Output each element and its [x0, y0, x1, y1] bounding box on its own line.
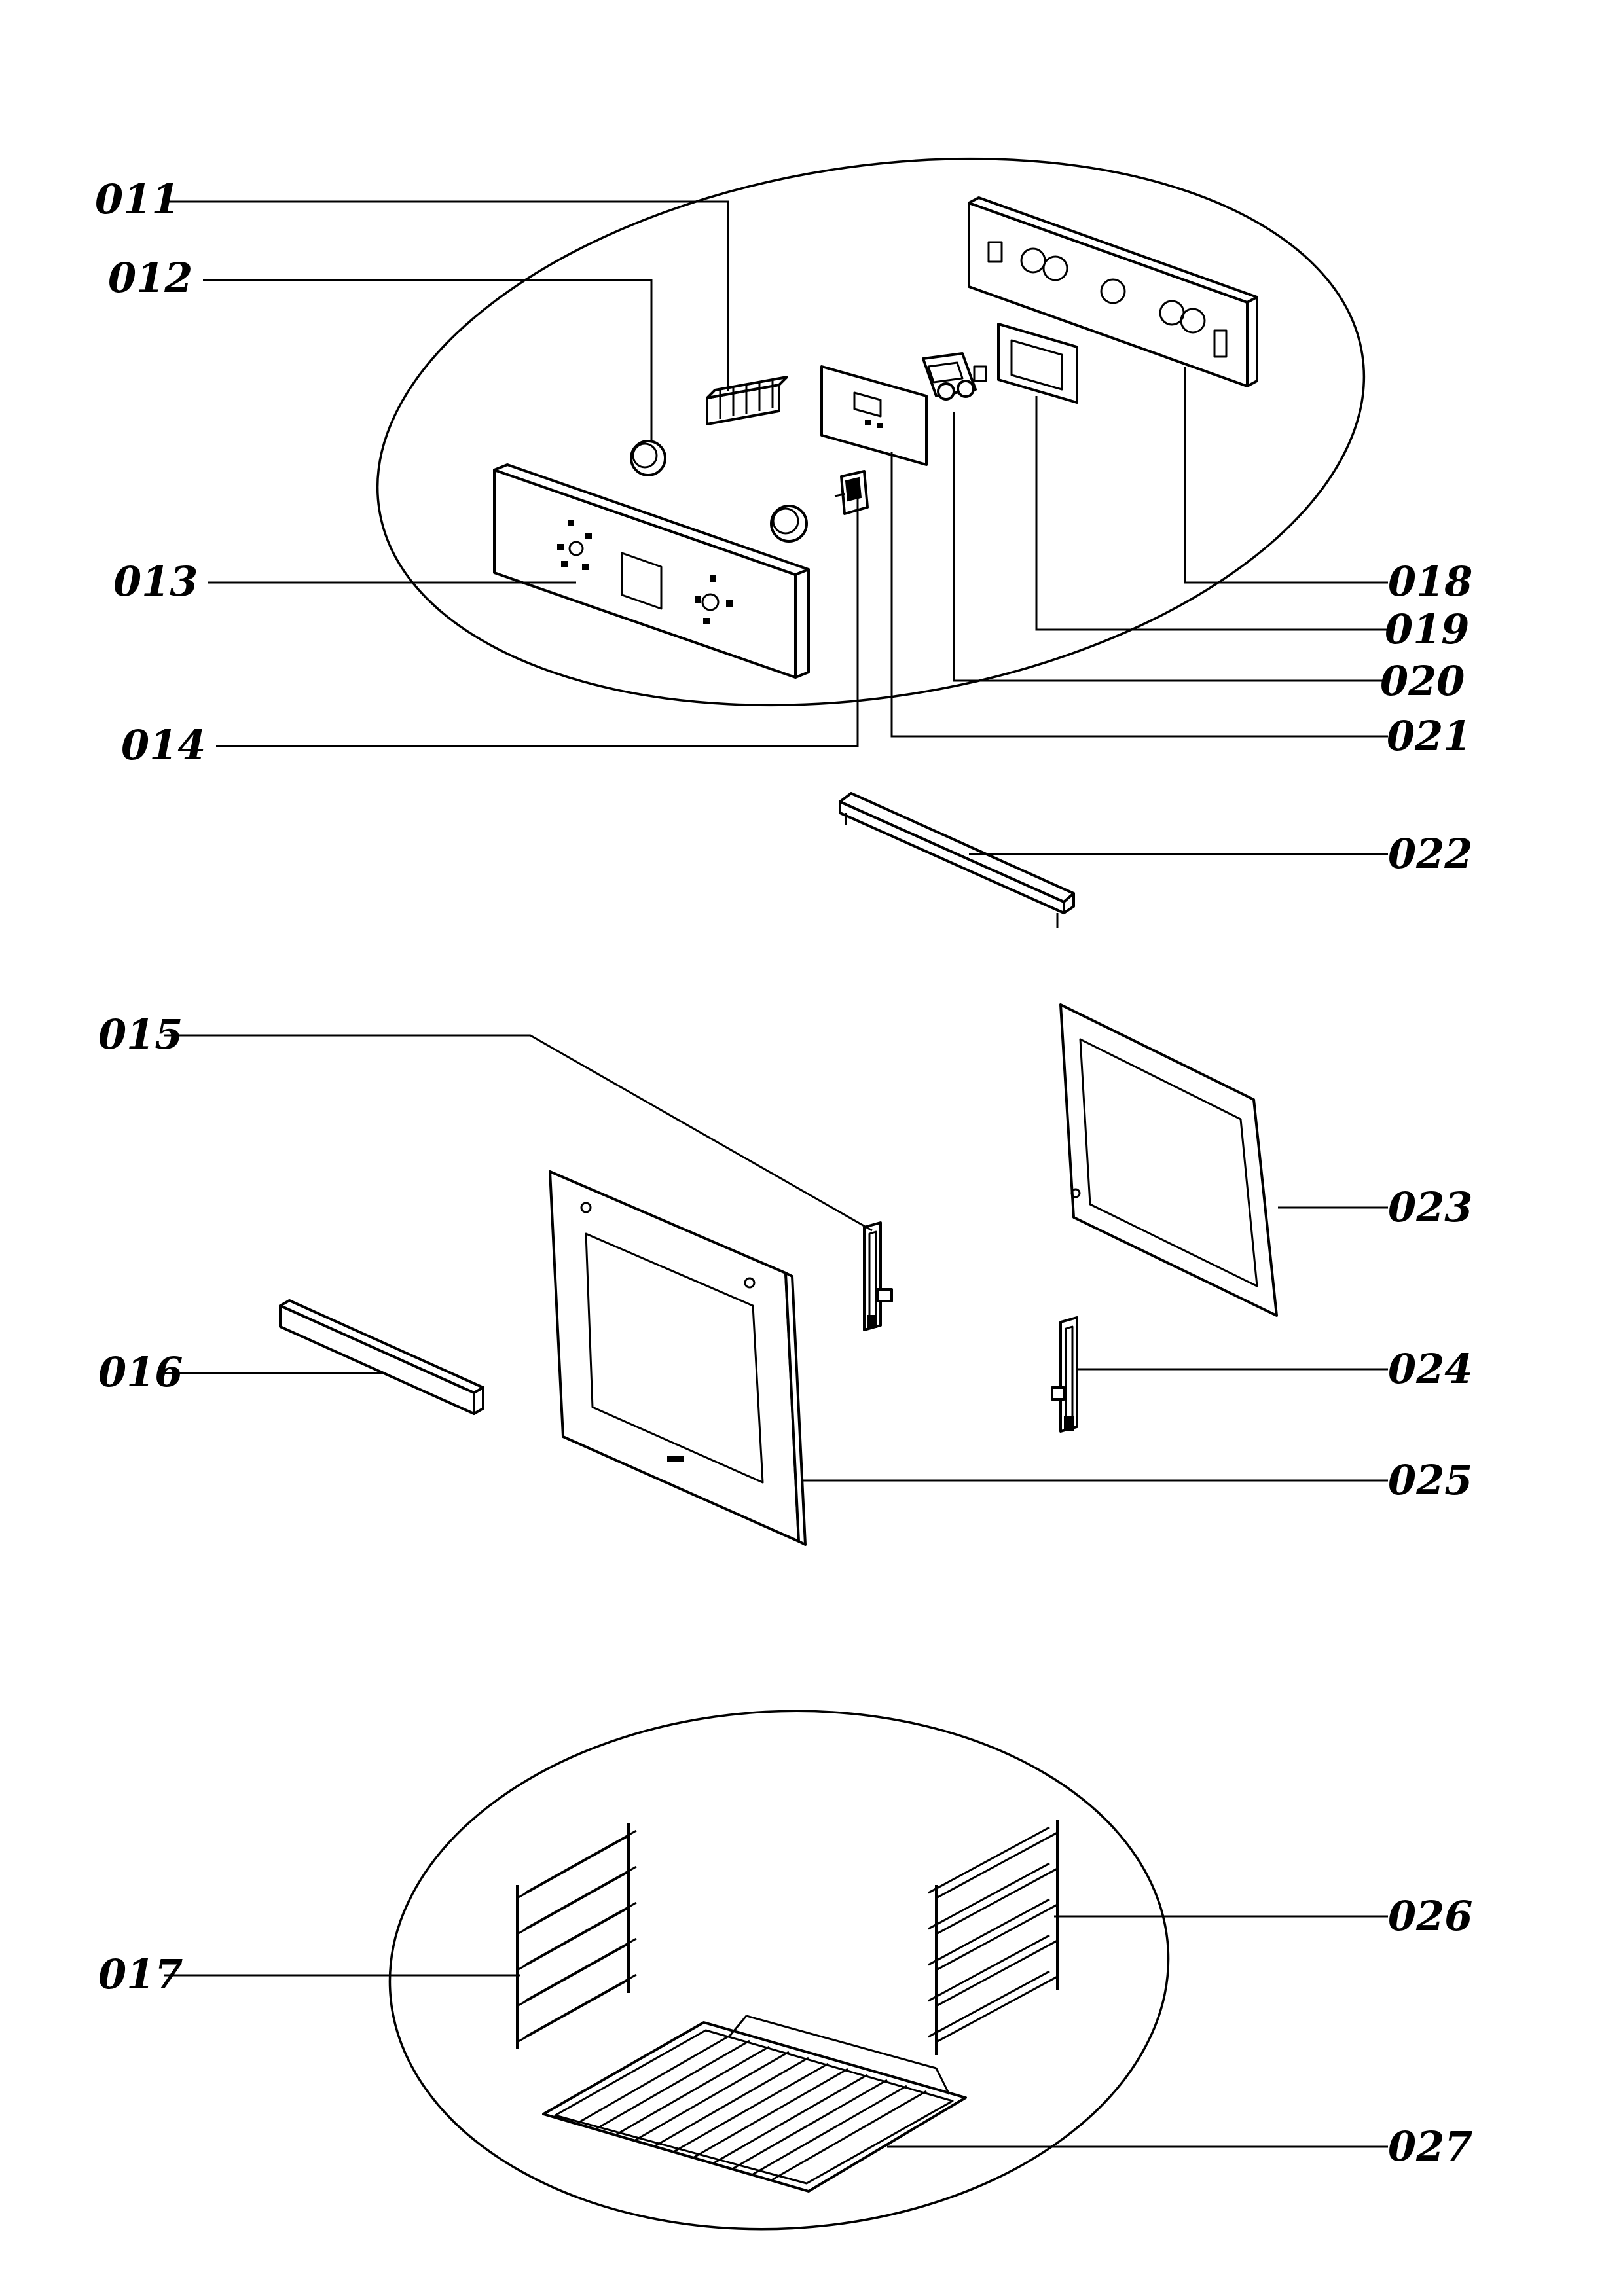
control-panel-group-outline	[376, 157, 1366, 707]
display-window-frame	[997, 323, 1078, 404]
part-label-022: 022	[1388, 830, 1472, 878]
outer-door-glass	[549, 1170, 807, 1546]
display-board	[820, 365, 928, 466]
part-label-014: 014	[121, 721, 206, 769]
timer-module	[922, 352, 987, 401]
part-label-027: 027	[1388, 2123, 1472, 2170]
part-label-015: 015	[98, 1011, 183, 1058]
part-label-026: 026	[1388, 1892, 1472, 1940]
selector-switch	[834, 470, 869, 515]
control-panel-fascia	[493, 463, 810, 679]
part-label-013: 013	[113, 558, 198, 605]
rear-control-board	[968, 196, 1258, 387]
part-label-017: 017	[98, 1950, 183, 1998]
part-label-011: 011	[95, 175, 179, 223]
part-label-021: 021	[1387, 712, 1471, 760]
left-shelf-rail	[516, 1823, 637, 2049]
door-top-trim	[839, 792, 1075, 928]
part-label-019: 019	[1385, 605, 1469, 653]
part-label-024: 024	[1388, 1345, 1472, 1393]
door-hinge-right	[1051, 1316, 1078, 1433]
door-hinge-left	[863, 1221, 893, 1331]
part-label-023: 023	[1388, 1183, 1472, 1231]
part-label-020: 020	[1380, 657, 1465, 705]
wire-grill-rack	[542, 2015, 967, 2193]
right-shelf-rail	[928, 1820, 1059, 2055]
part-label-025: 025	[1388, 1456, 1472, 1504]
inner-door-glass	[1059, 1003, 1278, 1317]
control-knob	[630, 440, 666, 476]
part-label-012: 012	[108, 254, 192, 302]
part-label-016: 016	[98, 1348, 183, 1396]
control-knob-second	[770, 505, 808, 543]
leader-lines	[164, 200, 1388, 2148]
part-label-018: 018	[1388, 558, 1472, 605]
door-bottom-trim	[279, 1299, 484, 1415]
accessories-group-outline	[388, 1710, 1170, 2231]
terminal-block	[706, 376, 788, 425]
